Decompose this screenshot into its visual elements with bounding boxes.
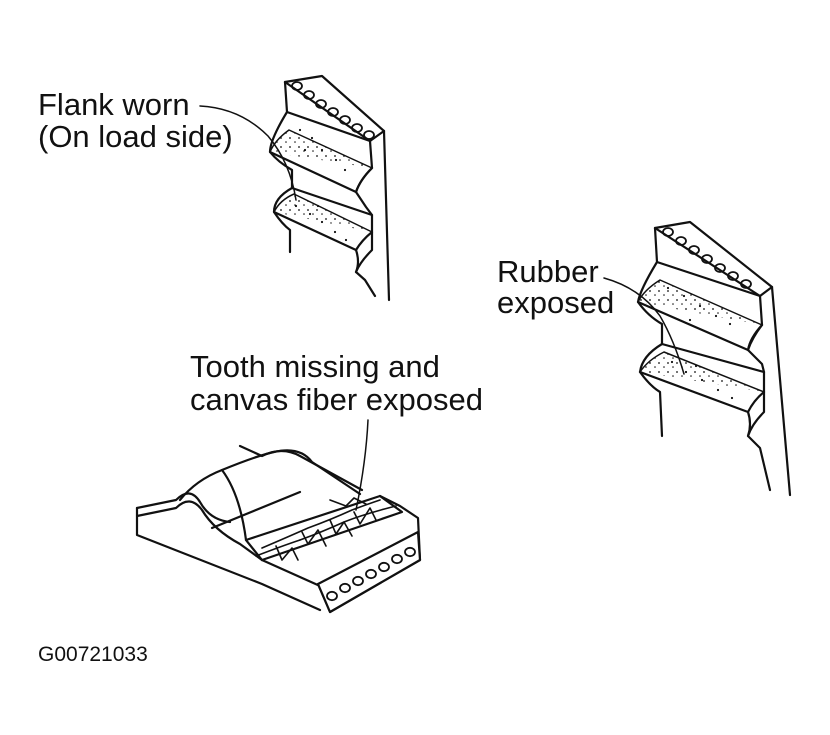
tooth-missing-label: Tooth missing and	[190, 349, 440, 384]
belt-tooth-missing	[135, 444, 422, 614]
leader-lines	[199, 105, 685, 511]
figure-code: G00721033	[38, 643, 148, 666]
wear-stipple	[666, 286, 734, 400]
rubber-exposed-label-line2: exposed	[497, 285, 615, 320]
leader-rubber-exposed	[603, 277, 685, 375]
leader-tooth-missing	[355, 419, 369, 511]
tooth-missing-label-line2: canvas fiber exposed	[190, 382, 483, 417]
flank-worn-sublabel: (On load side)	[38, 119, 233, 154]
flank-worn-label: Flank worn	[38, 87, 190, 122]
cord-holes	[662, 227, 752, 289]
cord-holes	[291, 81, 375, 140]
leader-flank-worn	[199, 105, 297, 201]
canvas-fiber-strands	[255, 497, 397, 561]
wear-stipple	[294, 128, 348, 242]
cord-holes	[326, 546, 416, 602]
rubber-exposed-label: Rubber	[497, 254, 599, 289]
belt-flank-worn	[268, 74, 391, 302]
belt-rubber-exposed	[636, 220, 792, 497]
